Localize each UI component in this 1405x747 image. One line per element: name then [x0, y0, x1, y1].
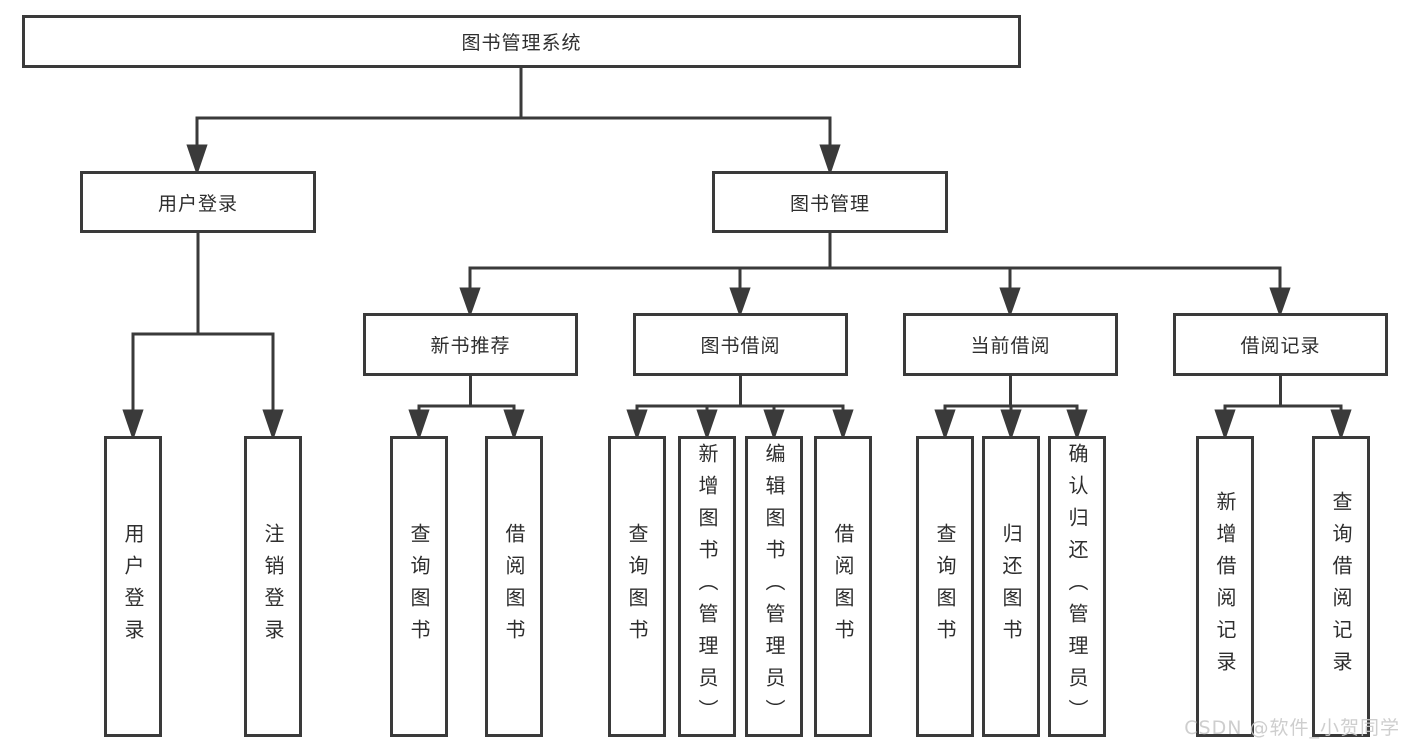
- leaf-query-books-borrowing: 查询图书: [608, 436, 666, 737]
- node-user-login: 用户登录: [80, 171, 316, 233]
- leaf-label: 新增图书（管理员）: [695, 442, 719, 731]
- node-book-borrowing: 图书借阅: [633, 313, 848, 376]
- leaf-label: 查询图书: [625, 522, 649, 651]
- leaf-label: 新增借阅记录: [1213, 490, 1237, 683]
- leaf-confirm-return-admin: 确认归还（管理员）: [1048, 436, 1106, 737]
- leaf-label: 编辑图书（管理员）: [762, 442, 786, 731]
- leaf-edit-book-admin: 编辑图书（管理员）: [745, 436, 803, 737]
- leaf-label: 注销登录: [261, 522, 285, 651]
- node-book-management: 图书管理: [712, 171, 948, 233]
- leaf-user-login: 用户登录: [104, 436, 162, 737]
- leaf-add-borrow-record: 新增借阅记录: [1196, 436, 1254, 737]
- leaf-label: 归还图书: [999, 522, 1023, 651]
- leaf-label: 确认归还（管理员）: [1065, 442, 1089, 731]
- leaf-label: 借阅图书: [831, 522, 855, 651]
- leaf-borrow-books-borrowing: 借阅图书: [814, 436, 872, 737]
- leaf-label: 借阅图书: [502, 522, 526, 651]
- node-label: 图书借阅: [700, 335, 781, 357]
- node-label: 用户登录: [157, 192, 238, 215]
- node-label: 当前借阅: [970, 335, 1051, 357]
- node-label: 图书管理系统: [461, 32, 582, 54]
- leaf-label: 查询图书: [933, 522, 957, 651]
- node-new-book-recommendation: 新书推荐: [363, 313, 578, 376]
- node-label: 借阅记录: [1240, 335, 1321, 357]
- leaf-query-books-recommend: 查询图书: [390, 436, 448, 737]
- leaf-logout: 注销登录: [244, 436, 302, 737]
- leaf-borrow-books-recommend: 借阅图书: [485, 436, 543, 737]
- leaf-add-book-admin: 新增图书（管理员）: [678, 436, 736, 737]
- node-label: 图书管理: [789, 192, 870, 215]
- node-current-borrowing: 当前借阅: [903, 313, 1118, 376]
- leaf-query-books-current: 查询图书: [916, 436, 974, 737]
- node-borrowing-records: 借阅记录: [1173, 313, 1388, 376]
- leaf-label: 查询图书: [407, 522, 431, 651]
- leaf-label: 查询借阅记录: [1329, 490, 1353, 683]
- leaf-return-books: 归还图书: [982, 436, 1040, 737]
- leaf-label: 用户登录: [121, 522, 145, 651]
- leaf-query-borrow-record: 查询借阅记录: [1312, 436, 1370, 737]
- node-label: 新书推荐: [430, 335, 511, 357]
- csdn-watermark: CSDN @软件_小贺同学: [1184, 717, 1400, 739]
- node-library-management-system: 图书管理系统: [22, 15, 1021, 68]
